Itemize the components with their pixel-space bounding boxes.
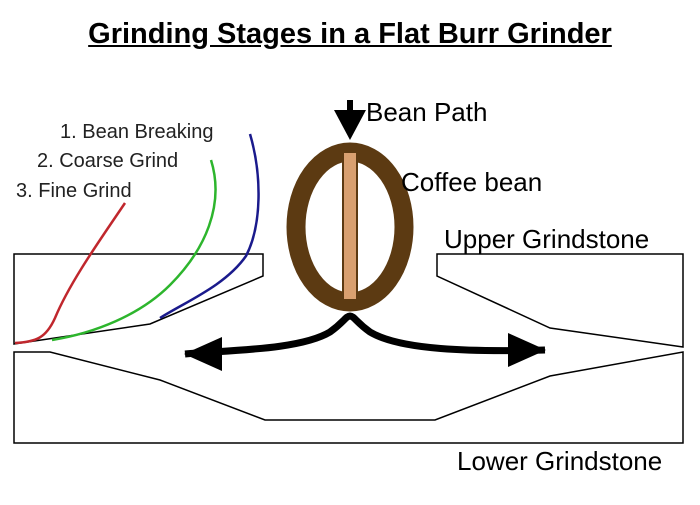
diagram-title: Grinding Stages in a Flat Burr Grinder xyxy=(88,18,612,50)
bean-path-label: Bean Path xyxy=(366,97,488,127)
right-arrowhead xyxy=(508,333,546,367)
stage-line-bean-breaking xyxy=(159,133,260,320)
upper-grindstone-right xyxy=(436,253,684,348)
stage-label-bean-breaking: 1. Bean Breaking xyxy=(60,121,214,143)
upper-grindstone-left xyxy=(13,253,264,345)
stage-label-fine-grind: 3. Fine Grind xyxy=(16,180,132,202)
left-arrowhead xyxy=(184,337,222,371)
split-path xyxy=(184,312,546,358)
bean-path-arrow xyxy=(334,100,366,140)
coffee-bean xyxy=(286,142,414,312)
stage-line-fine-grind xyxy=(14,202,127,345)
upper-grindstone-label: Upper Grindstone xyxy=(444,224,650,254)
stage-line-coarse-grind xyxy=(51,159,217,342)
coffee-bean-label: Coffee bean xyxy=(401,167,543,197)
lower-grindstone xyxy=(13,351,684,444)
lower-grindstone-label: Lower Grindstone xyxy=(457,446,663,476)
stage-label-coarse-grind: 2. Coarse Grind xyxy=(37,150,179,172)
